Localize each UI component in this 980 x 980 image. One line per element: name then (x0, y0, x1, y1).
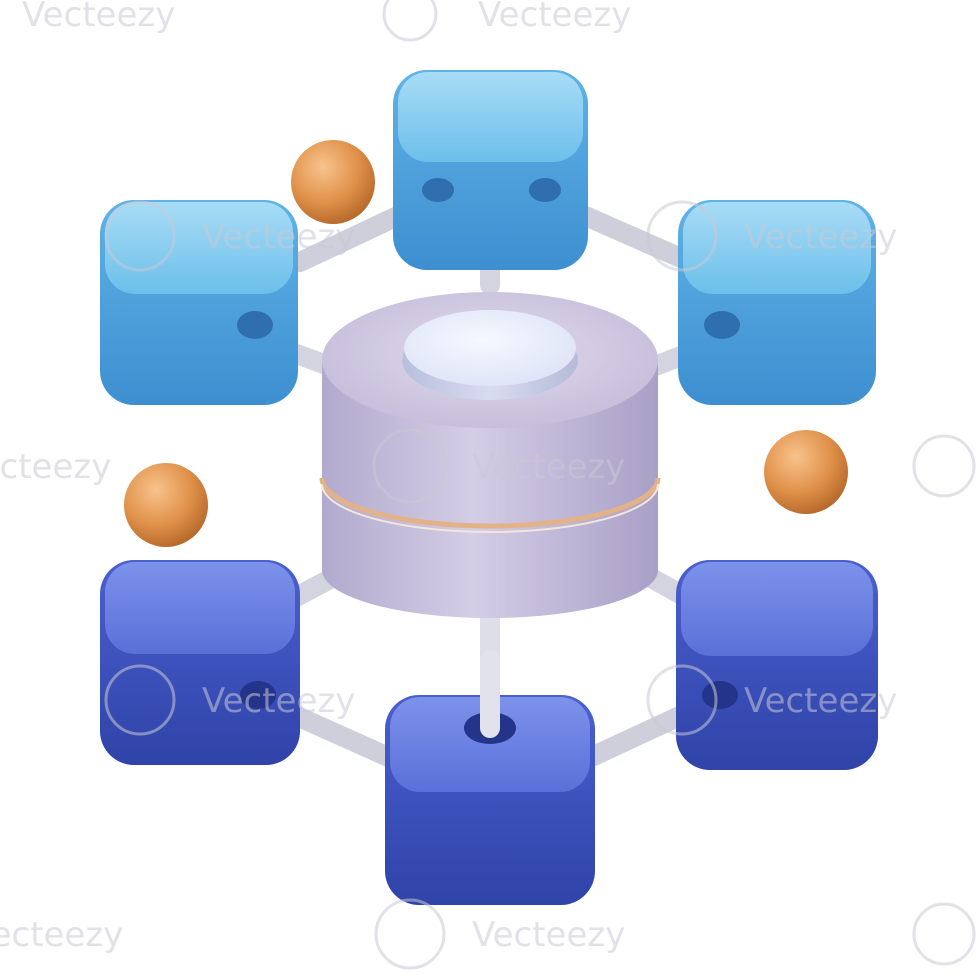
watermark-text: Vecteezy (22, 0, 175, 35)
vecteezy-logo-icon (912, 902, 976, 966)
vecteezy-logo-icon (646, 200, 718, 272)
cube-lower-left (100, 560, 300, 765)
watermark-text: Vecteezy (202, 681, 355, 721)
watermark-row-2: Vecteezy Vecteezy (104, 200, 897, 272)
vecteezy-logo-icon (104, 664, 176, 736)
vecteezy-logo-icon (104, 200, 176, 272)
cube-lower-right (676, 560, 878, 770)
cube-upper-right (678, 200, 876, 405)
watermark-text: Vecteezy (0, 915, 123, 955)
watermark-text: Vecteezy (472, 447, 625, 487)
sphere-left (124, 463, 208, 547)
watermark-row-3: Vecteezy Vecteezy (0, 428, 976, 504)
watermark-row-1: Vecteezy Vecteezy (22, 0, 631, 42)
sphere-top-left (291, 140, 375, 224)
watermark-text: Vecteezy (202, 217, 355, 257)
watermark-row-4: Vecteezy Vecteezy (104, 664, 897, 736)
watermark-text: Vecteezy (744, 217, 897, 257)
watermark-text: Vecteezy (472, 915, 625, 955)
sphere-right (764, 430, 848, 514)
vecteezy-logo-icon (374, 898, 446, 970)
cube-upper-left (100, 200, 298, 405)
watermark-text: Vecteezy (744, 681, 897, 721)
vecteezy-logo-icon (372, 428, 448, 504)
cube-bottom (385, 650, 595, 905)
vecteezy-logo-icon (646, 664, 718, 736)
vecteezy-logo-icon (912, 434, 976, 498)
vecteezy-logo-icon (382, 0, 438, 42)
database-hub (319, 292, 661, 618)
cube-top (393, 70, 588, 270)
watermark-text: Vecteezy (0, 447, 111, 487)
watermark-row-5: Vecteezy Vecteezy (0, 898, 976, 970)
watermark-text: Vecteezy (478, 0, 631, 35)
